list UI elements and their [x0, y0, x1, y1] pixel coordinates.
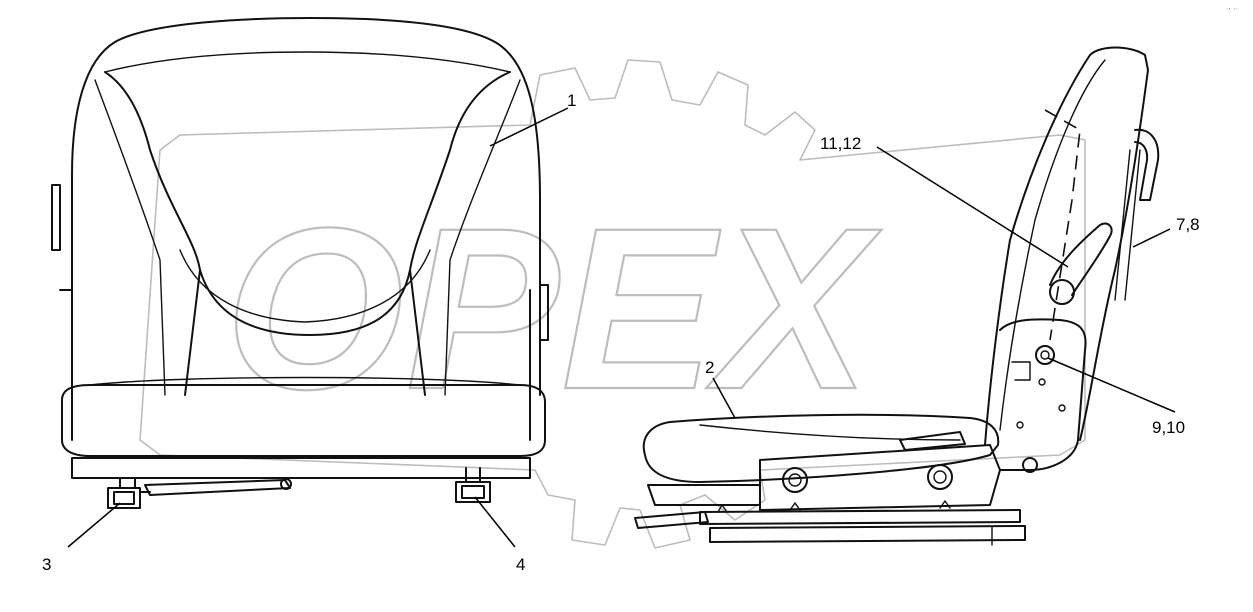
leader-lines [67, 107, 1176, 548]
backrest-lumbar-inner [179, 249, 431, 323]
left-rail-bracket [119, 477, 151, 493]
callout-labels: 1 2 3 4 7,8 9,10 11,12 [42, 91, 1200, 574]
left-side-bracket [51, 184, 73, 441]
callout-9-10: 9,10 [1152, 418, 1185, 437]
side-frame-bolt-right-inner [933, 470, 947, 484]
side-backrest-hidden-line [1044, 109, 1081, 341]
side-backrest-outline [984, 46, 1149, 446]
side-seat-cushion-seam [699, 424, 961, 441]
side-frame-plate [759, 444, 1001, 511]
leader-4 [474, 496, 516, 548]
leader-9-10 [1047, 357, 1176, 413]
side-frame-bolt-left-inner [788, 473, 802, 487]
side-bracket-hole-2 [1058, 404, 1066, 412]
callout-11-12: 11,12 [820, 134, 861, 153]
side-backrest-inner [999, 59, 1106, 431]
side-upper-rail [699, 509, 1021, 525]
side-recline-bracket [999, 318, 1087, 471]
side-frame-bolt-right [927, 464, 953, 490]
callout-4: 4 [516, 555, 525, 574]
corner-mark: ᵒᴾ ᵉˣ [1226, 7, 1238, 12]
leader-1 [489, 107, 569, 147]
side-rail-nuts [717, 500, 951, 513]
side-lever-hub [1049, 279, 1075, 305]
leader-11-12 [876, 146, 1069, 268]
side-bracket-tab [1011, 361, 1031, 381]
side-bracket-hole-1 [1038, 378, 1046, 386]
backrest-top-seam [104, 51, 511, 73]
seat-base-plate [71, 457, 531, 479]
side-bracket-hole-3 [1016, 421, 1024, 429]
side-rear-slot [1114, 149, 1141, 301]
watermark-text: OPEX [225, 180, 882, 437]
callout-3: 3 [42, 555, 51, 574]
side-frame-bolt-left [782, 467, 808, 493]
right-rail-bracket [465, 467, 481, 483]
side-seat-cushion [642, 413, 1000, 483]
seat-side-view [634, 46, 1160, 546]
backrest-left-panel-inner [94, 79, 166, 396]
callout-1: 1 [567, 91, 576, 110]
side-pivot-9-10-hole [1040, 350, 1050, 360]
backrest-lumbar-curve [199, 269, 411, 336]
side-slide-lever [634, 511, 709, 529]
seat-cushion-crease [89, 376, 521, 386]
right-side-bracket [529, 284, 549, 441]
side-recline-lever [1049, 222, 1113, 296]
backrest-right-panel [409, 71, 511, 396]
left-rail-clamp [107, 487, 141, 509]
leader-3 [67, 502, 121, 548]
backrest-left-panel [104, 71, 201, 396]
side-pivot-9-10 [1035, 345, 1055, 365]
slide-lever-knob [280, 478, 292, 490]
opex-watermark: OPEX [139, 59, 1086, 549]
backrest-right-panel-inner [444, 79, 521, 396]
seat-front-view [51, 17, 549, 509]
slide-lever [144, 479, 291, 496]
callout-2: 2 [705, 358, 714, 377]
side-lower-rail [709, 525, 1026, 543]
side-rear-handle [1134, 128, 1160, 201]
right-rail-clamp [455, 481, 491, 503]
side-seat-latch [899, 431, 966, 451]
leader-2 [712, 377, 736, 419]
side-bracket-bolt [1022, 457, 1038, 473]
seat-cushion-front [61, 384, 546, 457]
leader-7-8 [1132, 228, 1171, 248]
callout-7-8: 7,8 [1176, 215, 1200, 234]
backrest-outline [71, 17, 541, 396]
